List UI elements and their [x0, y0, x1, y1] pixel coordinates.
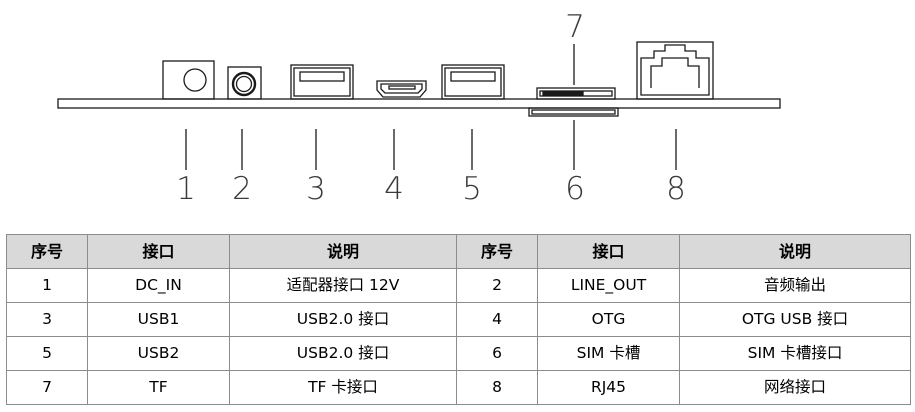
cell-interface: TF — [87, 370, 230, 405]
cell-interface: RJ45 — [537, 370, 680, 405]
callout-4: 4 — [384, 171, 404, 207]
cell-index: 4 — [456, 302, 538, 337]
ports-table: 序号 接口 说明 序号 接口 说明 1 DC_IN 适配器接口 12V 2 LI… — [6, 234, 911, 405]
cell-index: 2 — [456, 268, 538, 303]
rj45-connector — [636, 41, 714, 100]
table-row: 5 USB2 USB2.0 接口 6 SIM 卡槽 SIM 卡槽接口 — [6, 336, 911, 371]
header-index: 序号 — [456, 234, 538, 269]
cell-description: 网络接口 — [679, 370, 911, 405]
cell-description: 音频输出 — [679, 268, 911, 303]
header-interface: 接口 — [87, 234, 230, 269]
table-header-row: 序号 接口 说明 序号 接口 说明 — [6, 234, 911, 269]
callout-6: 6 — [565, 171, 585, 207]
header-index: 序号 — [6, 234, 88, 269]
cell-index: 5 — [6, 336, 88, 371]
cell-description: SIM 卡槽接口 — [679, 336, 911, 371]
callout-8: 8 — [666, 171, 686, 207]
usb1-connector — [290, 64, 354, 100]
dc-in-connector — [162, 60, 215, 100]
cell-interface: LINE_OUT — [537, 268, 680, 303]
cell-interface: SIM 卡槽 — [537, 336, 680, 371]
pcb-board — [57, 98, 781, 109]
cell-index: 6 — [456, 336, 538, 371]
callout-7: 7 — [565, 9, 585, 45]
cell-index: 7 — [6, 370, 88, 405]
table-row: 7 TF TF 卡接口 8 RJ45 网络接口 — [6, 370, 911, 405]
usb2-connector — [441, 64, 505, 100]
callout-2: 2 — [232, 171, 252, 207]
header-description: 说明 — [679, 234, 911, 269]
cell-index: 1 — [6, 268, 88, 303]
cell-interface: OTG — [537, 302, 680, 337]
header-interface: 接口 — [537, 234, 680, 269]
cell-description: 适配器接口 12V — [229, 268, 457, 303]
table-row: 1 DC_IN 适配器接口 12V 2 LINE_OUT 音频输出 — [6, 268, 911, 303]
cell-interface: DC_IN — [87, 268, 230, 303]
sim-card-slot — [528, 107, 619, 117]
cell-description: TF 卡接口 — [229, 370, 457, 405]
callout-3: 3 — [306, 171, 326, 207]
callout-5: 5 — [462, 171, 482, 207]
callout-1: 1 — [176, 171, 196, 207]
cell-interface: USB2 — [87, 336, 230, 371]
board-side-view-diagram: 1 2 3 4 5 6 7 8 — [57, 9, 781, 207]
cell-description: USB2.0 接口 — [229, 302, 457, 337]
header-description: 说明 — [229, 234, 457, 269]
table-row: 3 USB1 USB2.0 接口 4 OTG OTG USB 接口 — [6, 302, 911, 337]
otg-connector — [376, 80, 427, 98]
cell-index: 3 — [6, 302, 88, 337]
line-out-connector — [227, 66, 262, 100]
cell-description: OTG USB 接口 — [679, 302, 911, 337]
cell-index: 8 — [456, 370, 538, 405]
cell-description: USB2.0 接口 — [229, 336, 457, 371]
cell-interface: USB1 — [87, 302, 230, 337]
tf-card-slot — [536, 87, 616, 100]
